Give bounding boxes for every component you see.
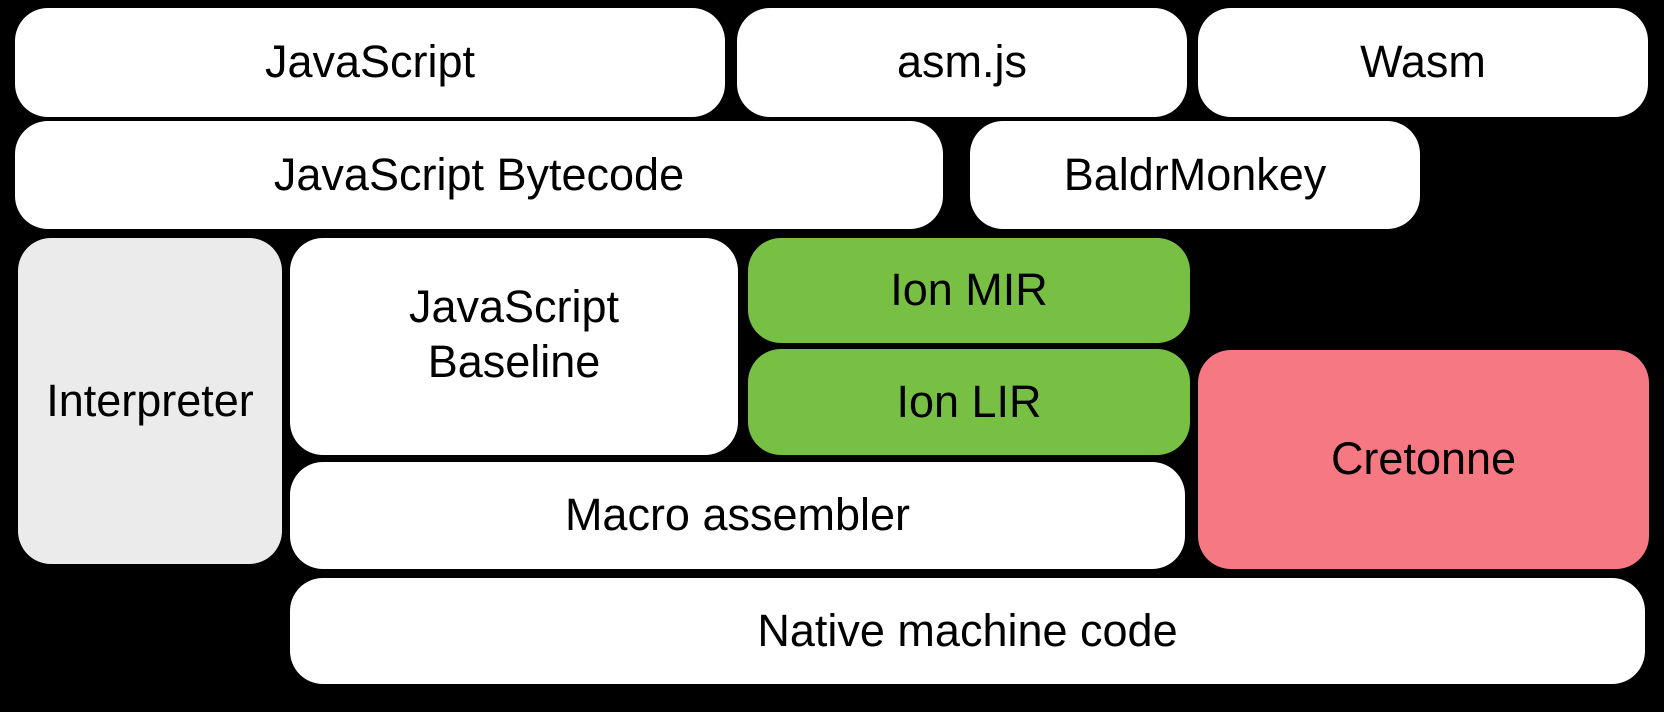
node-baldrmonkey: BaldrMonkey xyxy=(970,121,1420,229)
node-javascript-baseline-label: JavaScript Baseline xyxy=(408,280,620,387)
node-javascript-bytecode-label: JavaScript Bytecode xyxy=(273,148,685,200)
node-javascript-baseline: JavaScript Baseline xyxy=(290,238,738,455)
node-wasm: Wasm xyxy=(1198,8,1648,117)
node-javascript: JavaScript xyxy=(15,8,725,117)
node-native-machine-code: Native machine code xyxy=(290,578,1645,684)
node-javascript-label: JavaScript xyxy=(264,36,476,88)
node-interpreter: Interpreter xyxy=(18,238,282,564)
node-macro-assembler: Macro assembler xyxy=(290,462,1185,569)
node-ion-mir-label: Ion MIR xyxy=(890,264,1048,316)
node-asm-js: asm.js xyxy=(737,8,1187,117)
node-cretonne-label: Cretonne xyxy=(1330,433,1517,485)
node-interpreter-label: Interpreter xyxy=(46,374,254,426)
node-macro-assembler-label: Macro assembler xyxy=(564,489,911,541)
node-wasm-label: Wasm xyxy=(1360,36,1486,88)
node-javascript-bytecode: JavaScript Bytecode xyxy=(15,121,943,229)
node-ion-lir: Ion LIR xyxy=(748,349,1190,455)
node-baldrmonkey-label: BaldrMonkey xyxy=(1063,148,1327,200)
node-ion-mir: Ion MIR xyxy=(748,238,1190,343)
node-cretonne: Cretonne xyxy=(1198,350,1649,569)
node-ion-lir-label: Ion LIR xyxy=(896,375,1042,427)
node-native-machine-code-label: Native machine code xyxy=(757,604,1178,656)
node-asm-js-label: asm.js xyxy=(896,36,1027,88)
